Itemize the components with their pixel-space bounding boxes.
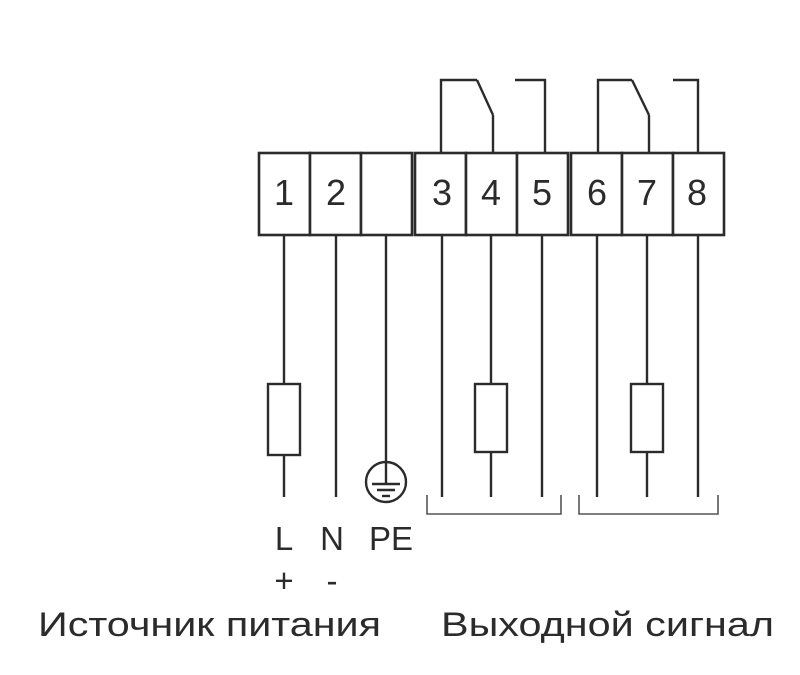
fuse-icon bbox=[266, 382, 302, 457]
terminal-number-6: 6 bbox=[587, 172, 607, 213]
terminal-number-2: 2 bbox=[326, 172, 346, 213]
terminal-number-3: 3 bbox=[432, 172, 452, 213]
label-l: L bbox=[275, 520, 293, 557]
wires bbox=[282, 235, 700, 497]
label-n: N bbox=[320, 520, 344, 557]
terminal-number-7: 7 bbox=[637, 172, 657, 213]
terminal-block: 1 2 3 4 5 6 7 8 bbox=[257, 151, 726, 237]
caption-output-signal: Выходной сигнал bbox=[441, 606, 774, 644]
output-bracket bbox=[578, 495, 719, 515]
terminal-number-8: 8 bbox=[687, 172, 707, 213]
output-bracket bbox=[426, 495, 562, 515]
terminal-number-4: 4 bbox=[481, 172, 501, 213]
ground-icon bbox=[364, 460, 408, 504]
label-pe: PE bbox=[369, 520, 413, 557]
fuse-icon bbox=[473, 382, 509, 454]
terminal-pe bbox=[359, 151, 414, 237]
fuse-icon bbox=[629, 382, 665, 454]
terminal-number-5: 5 bbox=[532, 172, 552, 213]
caption-power-source: Источник питания bbox=[38, 606, 381, 644]
label-minus: - bbox=[327, 562, 338, 599]
label-plus: + bbox=[274, 562, 293, 599]
terminal-6 bbox=[569, 151, 624, 237]
relay-contact-icon bbox=[439, 78, 547, 153]
terminal-number-1: 1 bbox=[274, 172, 294, 213]
relay-contact-icon bbox=[596, 78, 700, 153]
terminal-8 bbox=[671, 151, 726, 237]
